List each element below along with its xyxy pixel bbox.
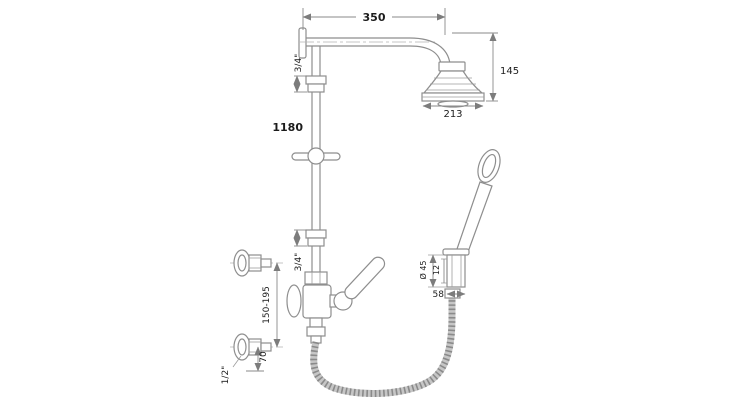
head-collar xyxy=(438,61,466,72)
inlet-union-upper xyxy=(233,249,272,277)
dimension-350: 350 xyxy=(302,8,446,35)
dim-label-3-4-bottom: 3/4" xyxy=(294,253,304,272)
hand-shower xyxy=(456,149,501,253)
dimension-150-195: 150-195 xyxy=(262,262,281,348)
valve-body xyxy=(286,256,386,344)
valve-top-hex xyxy=(304,271,328,285)
valve-outlet xyxy=(309,317,323,328)
wall-flange xyxy=(298,27,307,59)
lever-handle xyxy=(344,256,386,300)
outlet-nut xyxy=(306,326,326,337)
dim-label-1180: 1180 xyxy=(272,121,303,134)
dimension-145: 145 xyxy=(452,32,519,102)
dim-label-350: 350 xyxy=(363,11,386,24)
holder-flange xyxy=(442,248,470,256)
dim-label-dia-45: Ø 45 xyxy=(418,260,428,279)
dimensions-holder: Ø 45 12 58 xyxy=(418,254,466,300)
dimension-213: 213 xyxy=(422,102,484,120)
inlet-union-lower xyxy=(233,333,272,361)
dim-label-150-195: 150-195 xyxy=(262,286,272,324)
flexible-hose xyxy=(310,297,456,398)
dimension-3-4-bottom: 3/4" xyxy=(293,229,307,272)
valve-escutcheon xyxy=(286,284,302,318)
dimension-3-4-top: 3/4" xyxy=(293,54,307,93)
riser-union-bottom xyxy=(305,229,327,247)
dim-label-12: 12 xyxy=(432,265,441,275)
holder-body xyxy=(446,254,466,288)
dim-label-58: 58 xyxy=(433,290,445,300)
dim-label-213: 213 xyxy=(443,109,462,120)
shower-head xyxy=(421,61,485,108)
dimension-1-2: 1/2" xyxy=(221,355,242,385)
dim-label-145: 145 xyxy=(500,66,519,77)
shower-holder xyxy=(442,248,470,299)
dimension-70: 70 xyxy=(246,346,269,372)
dim-label-1-2: 1/2" xyxy=(221,366,231,385)
wall-inlets xyxy=(230,249,283,361)
hand-shower-handle xyxy=(456,181,493,253)
hand-shower-head xyxy=(477,149,501,183)
dimension-1180: 1180 xyxy=(272,121,303,134)
shower-arm xyxy=(300,37,451,65)
hose-nut xyxy=(444,288,461,299)
dim-label-70: 70 xyxy=(259,351,269,363)
dim-label-3-4-top: 3/4" xyxy=(294,54,304,73)
cross-handle xyxy=(291,147,341,165)
riser-union-top xyxy=(305,75,327,93)
